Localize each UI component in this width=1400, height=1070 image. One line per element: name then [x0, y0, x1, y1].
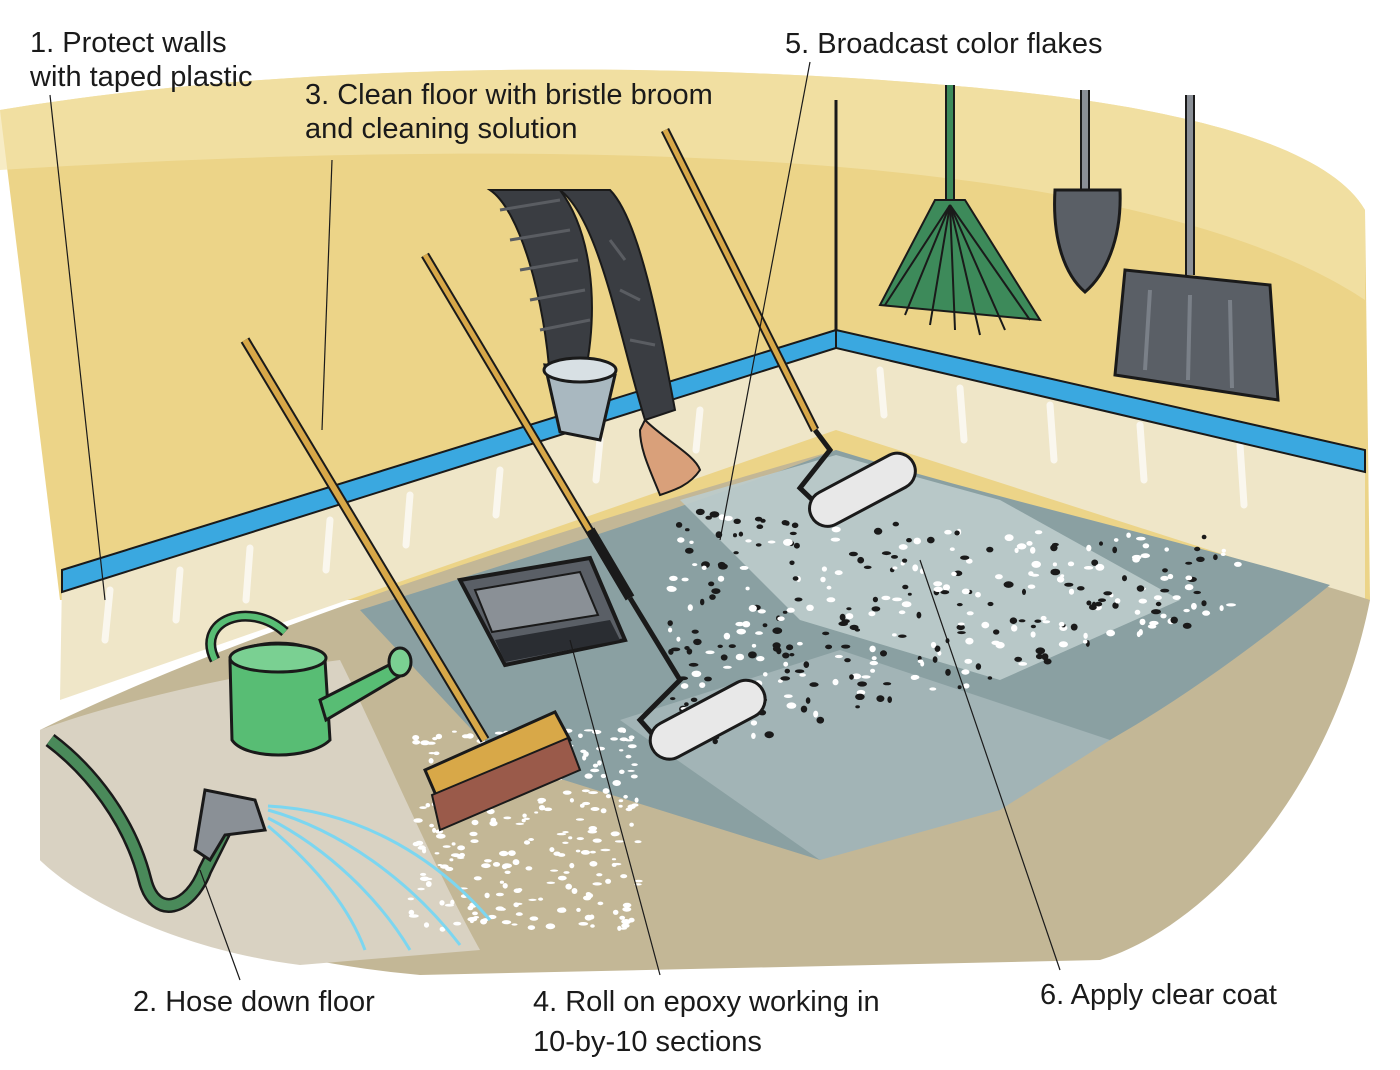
label-hose-down: 2. Hose down floor	[133, 985, 375, 1019]
wall-vignette	[0, 69, 1365, 300]
push-broom	[240, 337, 582, 832]
label-line: 6. Apply clear coat	[1040, 979, 1277, 1011]
label-line: 3. Clean floor with bristle broom	[305, 79, 713, 111]
leader-lines	[49, 61, 1061, 981]
broom-bristles	[430, 736, 582, 832]
leader-step4	[569, 639, 661, 976]
snow-shovel	[1113, 95, 1280, 402]
clear-coat-section	[680, 455, 1180, 680]
paint-roller-epoxy	[421, 252, 767, 761]
label-line: 4. Roll on epoxy working in	[533, 986, 880, 1018]
broom-head	[423, 710, 573, 802]
leader-step5	[719, 61, 811, 541]
label-clear-coat: 6. Apply clear coat	[1040, 978, 1277, 1012]
painters-tape-right	[835, 328, 1366, 474]
label-line: 10-by-10 sections	[533, 1026, 762, 1058]
label-broadcast-flakes: 5. Broadcast color flakes	[785, 27, 1103, 61]
label-protect-walls: 1. Protect walls with taped plastic	[30, 26, 252, 94]
paint-tray	[456, 555, 628, 668]
label-line: 5. Broadcast color flakes	[785, 28, 1103, 60]
plastic-folds	[101, 366, 1248, 644]
label-line: with taped plastic	[30, 61, 253, 93]
leader-step2	[199, 869, 241, 981]
leaf-rake	[878, 85, 1042, 336]
label-clean-floor: 3. Clean floor with bristle broom and cl…	[305, 78, 713, 146]
garden-hose	[45, 734, 492, 951]
leader-step6	[919, 559, 1061, 971]
label-line: 1. Protect walls	[30, 27, 227, 59]
watering-can	[205, 610, 413, 757]
label-line: 2. Hose down floor	[133, 986, 375, 1018]
garden-spade	[1053, 90, 1122, 294]
leader-step3	[321, 159, 333, 431]
paint-roller-clear-coat	[660, 127, 917, 528]
water-spray	[267, 804, 492, 951]
person-arms	[486, 189, 702, 497]
label-line: and cleaning solution	[305, 113, 578, 145]
spray-nozzle	[193, 788, 268, 863]
leader-step1	[49, 94, 106, 601]
taped-plastic	[60, 340, 1365, 700]
color-flakes	[666, 508, 1242, 745]
label-roll-epoxy: 4. Roll on epoxy working in 10-by-10 sec…	[533, 982, 880, 1062]
hand	[638, 418, 702, 497]
